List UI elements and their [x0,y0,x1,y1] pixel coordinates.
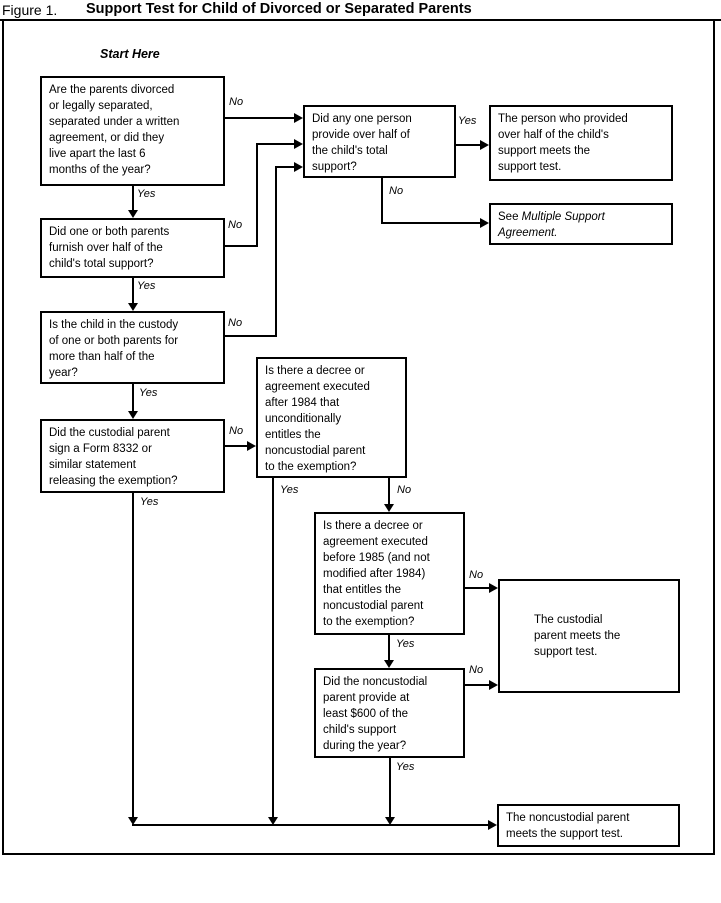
label-one-person-yes: Yes [458,115,477,127]
edge-furnish-no-line-c [258,143,294,145]
node-child-custody: Is the child in the custody of one or bo… [40,311,225,384]
arrow-right-to-one-person-2 [294,139,303,149]
arrow-down-form8332-yes [128,817,138,825]
label-decree-after-yes: Yes [280,484,299,496]
label-decree-before-no: No [469,569,484,581]
edge-divorced-no-line [225,117,295,119]
label-furnish-no: No [228,219,243,231]
arrow-down-to-form8332 [128,411,138,419]
figure-number: Figure 1. [2,2,58,18]
start-here-label: Start Here [100,47,160,61]
edge-one-person-yes-line [456,144,480,146]
edge-decree-after-yes-line [272,478,274,817]
edge-furnish-yes-line [132,278,134,305]
node-decree-after-1984: Is there a decree or agreement executed … [256,357,407,478]
node-parents-furnish-support: Did one or both parents furnish over hal… [40,218,225,278]
arrow-down-to-custody [128,303,138,311]
node-one-person-support: Did any one person provide over half of … [303,105,456,178]
see-text: See [498,211,522,223]
edge-600-no-line [465,684,489,686]
edge-one-person-no-line-b [381,222,480,224]
node-person-meets-test: The person who provided over half of the… [489,105,673,181]
label-form8332-no: No [229,425,244,437]
node-decree-before-1985: Is there a decree or agreement executed … [314,512,465,635]
arrow-right-to-custodial-1 [489,583,498,593]
multiple-support-agreement-text: Multiple Support Agreement. [498,211,605,239]
node-form-8332: Did the custodial parent sign a Form 833… [40,419,225,493]
node-see-multiple-support-agreement: See Multiple Support Agreement. [489,203,673,245]
edge-custody-no-line-a [225,335,277,337]
label-divorced-no: No [229,96,244,108]
arrow-right-to-one-person-1 [294,113,303,123]
node-noncustodial-meets-test: The noncustodial parent meets the suppor… [497,804,680,847]
edge-decree-before-no-line [465,587,489,589]
edge-600-yes-line [389,758,391,817]
label-decree-after-no: No [397,484,412,496]
arrow-down-to-furnish [128,210,138,218]
figure-title: Support Test for Child of Divorced or Se… [86,1,472,17]
edge-furnish-no-line-a [225,245,258,247]
edge-form8332-yes-line [132,493,134,817]
label-custody-no: No [228,317,243,329]
edge-furnish-no-line-b [256,143,258,247]
edge-bottom-collector-line [132,824,489,826]
edge-one-person-no-line-a [381,178,383,224]
node-custodial-meets-test: The custodial parent meets the support t… [498,579,680,693]
node-600-dollars-support: Did the noncustodial parent provide at l… [314,668,465,758]
label-one-person-no: No [389,185,404,197]
arrow-right-to-noncustodial [488,820,497,830]
label-600-yes: Yes [396,761,415,773]
edge-custody-no-line-b [275,166,277,337]
label-furnish-yes: Yes [137,280,156,292]
diagram-border [2,19,715,855]
node-parents-divorced: Are the parents divorced or legally sepa… [40,76,225,186]
arrow-right-to-decree-after [247,441,256,451]
edge-form8332-no-line [225,445,247,447]
label-custody-yes: Yes [139,387,158,399]
edge-divorced-yes-line [132,186,134,212]
label-600-no: No [469,664,484,676]
arrow-down-600-yes [385,817,395,825]
arrow-down-decree-after-yes [268,817,278,825]
arrow-down-to-600 [384,660,394,668]
edge-decree-after-no-line [388,478,390,504]
arrow-right-to-one-person-3 [294,162,303,172]
arrow-down-to-decree-before [384,504,394,512]
arrow-right-to-multiple-support [480,218,489,228]
arrow-right-to-person-meets [480,140,489,150]
edge-custody-no-line-c [277,166,294,168]
label-decree-before-yes: Yes [396,638,415,650]
label-divorced-yes: Yes [137,188,156,200]
edge-custody-yes-line [132,384,134,413]
arrow-right-to-custodial-2 [489,680,498,690]
label-form8332-yes: Yes [140,496,159,508]
edge-decree-before-yes-line [388,635,390,660]
